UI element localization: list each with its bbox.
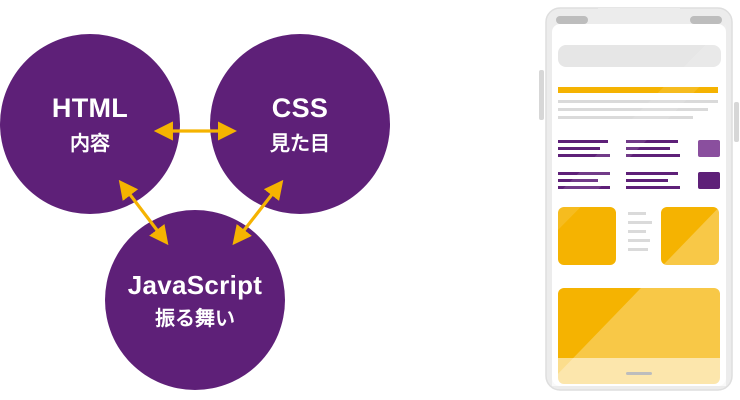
- html-node-role: 内容: [70, 130, 110, 155]
- phone-side-button-left: [539, 70, 544, 120]
- css-node-title: CSS: [271, 93, 329, 124]
- smartphone-icon: [539, 7, 739, 391]
- phone-card-left: [558, 207, 616, 265]
- js-node-role: 振る舞い: [155, 306, 235, 331]
- phone-accent-bar: [558, 87, 718, 93]
- phone-notch: [598, 8, 680, 24]
- js-node-title: JavaScript: [127, 269, 263, 300]
- phone-home-indicator: [626, 372, 652, 375]
- phone-thumb-light: [698, 140, 720, 157]
- phone-list-row: [558, 140, 720, 157]
- phone-speaker-left: [556, 16, 588, 24]
- html-node-title: HTML: [51, 93, 129, 124]
- phone-card-right: [661, 207, 719, 265]
- phone-text-line: [628, 221, 652, 224]
- phone-text-line: [628, 239, 650, 242]
- phone-text-line: [558, 108, 708, 111]
- js-node: JavaScript 振る舞い: [105, 210, 285, 390]
- phone-speaker-right: [690, 16, 722, 24]
- phone-text-line: [558, 116, 693, 119]
- phone-thumb-dark: [698, 172, 720, 189]
- phone-text-line: [628, 230, 646, 233]
- css-node: CSS 見た目: [210, 34, 390, 214]
- phone-gloss: [552, 200, 726, 386]
- phone-text-line: [558, 100, 718, 103]
- phone-text-line: [628, 248, 648, 251]
- phone-list-row: [558, 172, 720, 189]
- css-node-role: 見た目: [270, 130, 330, 155]
- html-node: HTML 内容: [0, 34, 180, 214]
- phone-gloss: [552, 24, 726, 236]
- phone-text-line: [628, 212, 646, 215]
- phone-side-button-right: [734, 102, 739, 142]
- phone-header-bar: [558, 45, 721, 67]
